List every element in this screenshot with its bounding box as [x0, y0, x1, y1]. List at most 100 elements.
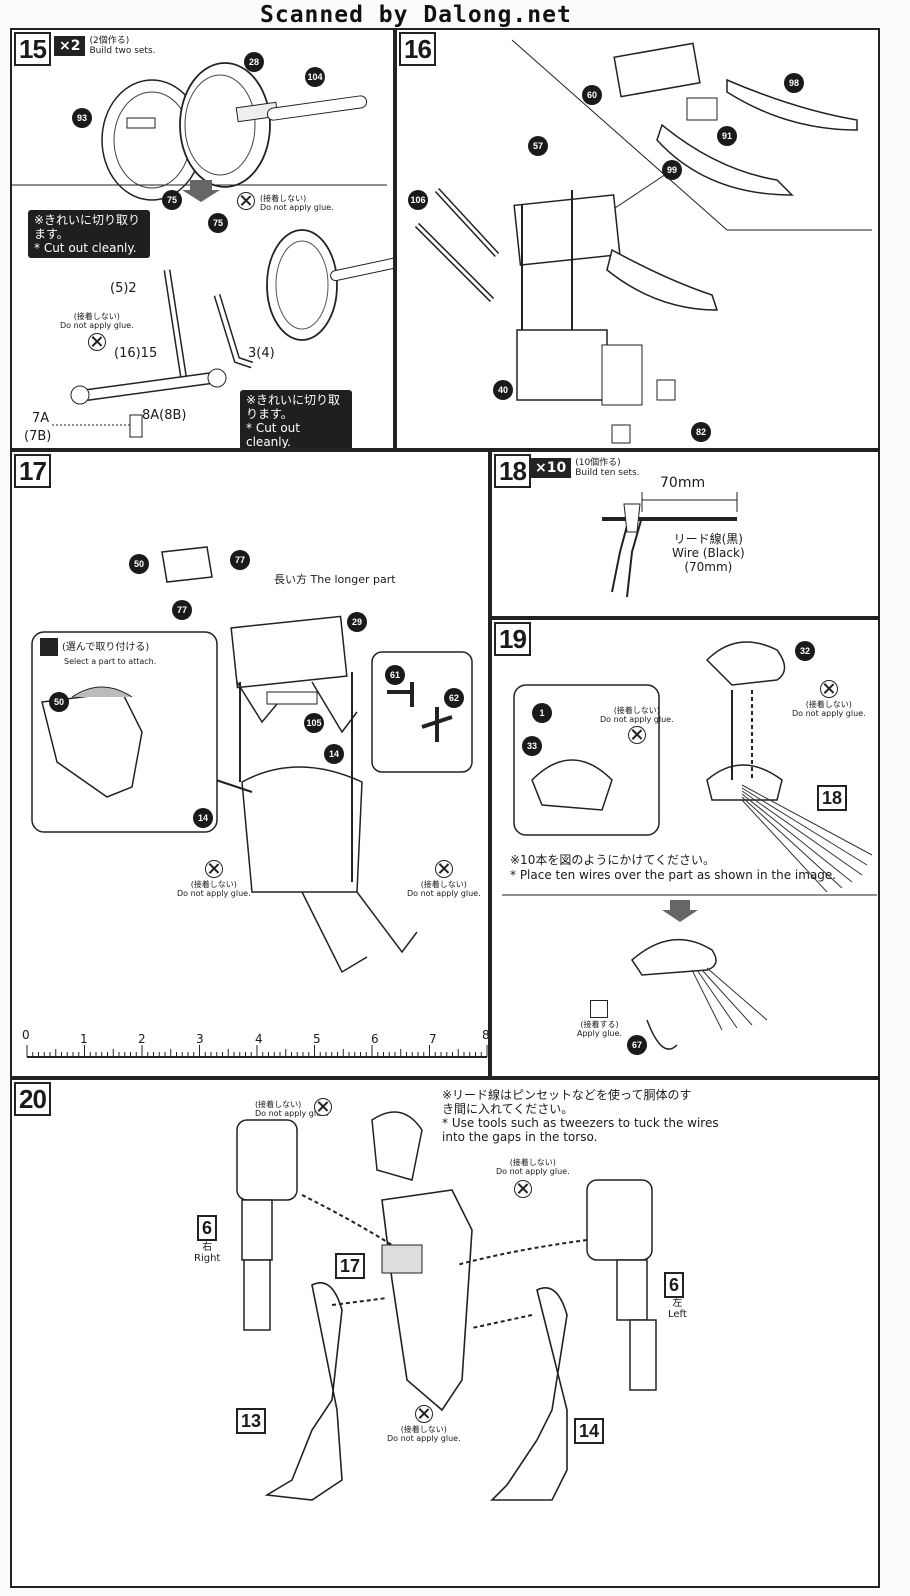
seq-8a-8b: 8A(8B): [142, 408, 187, 423]
select-en: Select a part to attach.: [64, 657, 157, 666]
no-glue-jp: (接着しない): [73, 312, 120, 321]
seq-7a: 7A: [32, 411, 50, 426]
select-part-label: (選んで取り付ける) Select a part to attach.: [40, 638, 156, 667]
ruler-tick-8: 8: [482, 1028, 490, 1042]
no-glue-note-1: [237, 192, 255, 212]
glue-jp: (接着する): [580, 1020, 619, 1029]
part-105: 105: [304, 713, 324, 733]
wire-placement-note: ※10本を図のようにかけてください。 * Place ten wires ove…: [510, 853, 836, 883]
left-jp: 左: [672, 1298, 683, 1309]
part-75a: 75: [162, 190, 182, 210]
no-glue-en: Do not apply glue.: [177, 889, 251, 898]
no-glue-icon: [434, 860, 453, 878]
part-50-alt: 50: [49, 692, 69, 712]
part-33: 33: [522, 736, 542, 756]
longer-jp: 長い方: [274, 573, 307, 586]
cut-note-en: * Cut out cleanly.: [34, 241, 137, 255]
no-glue-label-2: (接着しない) Do not apply glue.: [496, 1158, 570, 1176]
longer-en: The longer part: [310, 573, 396, 586]
wire-en: Wire (Black): [672, 546, 745, 560]
part-67: 67: [627, 1035, 647, 1055]
ref-step-18: 18: [817, 785, 848, 811]
step-17-panel: 17 50 77 77 29 61 62 105: [10, 450, 490, 1078]
ruler-tick-4: 4: [255, 1032, 263, 1046]
left-en: Left: [668, 1309, 687, 1320]
part-40: 40: [493, 380, 513, 400]
no-glue-icon: [204, 860, 223, 878]
part-91: 91: [717, 126, 737, 146]
apply-glue-note: (接着する) Apply glue.: [577, 1000, 622, 1038]
part-99: 99: [662, 160, 682, 180]
wire-length: 70mm: [660, 475, 706, 491]
no-glue-en: Do not apply glue.: [407, 889, 481, 898]
step-15-number: 15: [14, 32, 51, 66]
arm-right-label: 右 Right: [194, 1242, 220, 1264]
cut-cleanly-note-2: ※きれいに切り取ります。 * Cut out cleanly.: [240, 390, 352, 448]
no-glue-note-a: (接着しない) Do not apply glue.: [177, 860, 251, 898]
glue-en: Apply glue.: [577, 1029, 622, 1038]
seq-7b: (7B): [24, 429, 52, 444]
no-glue-jp: (接着しない): [260, 194, 307, 203]
part-28: 28: [244, 52, 264, 72]
glue-icon: [590, 1000, 609, 1018]
step-16-number: 16: [399, 32, 436, 66]
no-glue-icon: [627, 726, 646, 744]
ruler-tick-7: 7: [429, 1032, 437, 1046]
part-32: 32: [795, 641, 815, 661]
no-glue-note-b: (接着しない) Do not apply glue.: [407, 860, 481, 898]
note-en: * Use tools such as tweezers to tuck the…: [442, 1116, 719, 1144]
wire-tuck-note: ※リード線はピンセットなどを使って胴体のすき間に入れてください。 * Use t…: [442, 1088, 722, 1144]
wire-jp: リード線(黒): [673, 532, 743, 546]
ruler-tick-6: 6: [371, 1032, 379, 1046]
step-16-panel: 16 98 60 91 99 57 106 40 82: [395, 28, 880, 450]
step-18-drawing: [602, 492, 738, 598]
seq-5-2: (5)2: [110, 281, 137, 296]
mult-en: Build ten sets.: [575, 468, 640, 478]
part-62: 62: [444, 688, 464, 708]
right-jp: 右: [202, 1242, 213, 1253]
part-77b: 77: [172, 600, 192, 620]
step-20-panel: 20 ※リード線はピンセットなどを使って胴体のすき間に入れてください。 * Us…: [10, 1078, 880, 1588]
ref-arm-left: 6: [664, 1272, 685, 1298]
step-18-panel: 18 ×10 (10個作る)Build ten sets. 70mm リード線(…: [490, 450, 880, 618]
no-glue-note-2: (接着しない) Do not apply glue.: [792, 680, 866, 718]
no-glue-icon: [314, 1098, 332, 1116]
no-glue-label-1: (接着しない) Do not apply glue.: [600, 706, 674, 744]
step-18-multiplier: ×10 (10個作る)Build ten sets.: [530, 458, 640, 478]
note-en: * Place ten wires over the part as shown…: [510, 868, 837, 882]
step-15-multiplier: ×2 (2個作る)Build two sets.: [54, 36, 156, 56]
no-glue-en: Do not apply glue.: [600, 715, 674, 724]
no-glue-jp: (接着しない): [805, 700, 852, 709]
no-glue-label-1: (接着しない) Do not apply glue.: [255, 1100, 329, 1118]
ref-leg-13: 13: [236, 1408, 267, 1434]
part-82: 82: [691, 422, 711, 442]
no-glue-jp: (接着しない): [613, 706, 660, 715]
step-15-drawing: [12, 62, 393, 438]
select-icon: [40, 638, 58, 656]
step-15-panel: 15 ×2 (2個作る)Build two sets.: [10, 28, 395, 450]
mult-jp: (10個作る): [575, 458, 621, 468]
no-glue-jp: (接着しない): [509, 1158, 556, 1167]
seq-3-4: 3(4): [248, 346, 275, 361]
ruler-tick-1: 1: [80, 1032, 88, 1046]
no-glue-jp: (接着しない): [255, 1100, 302, 1109]
no-glue-en: Do not apply glue.: [496, 1167, 570, 1176]
multiplier-badge: ×10: [530, 458, 572, 478]
step-19-number: 19: [494, 622, 531, 656]
step-17-drawing: [26, 546, 488, 1058]
step-20-drawing: [236, 1111, 657, 1501]
part-77a: 77: [230, 550, 250, 570]
ruler-tick-0: 0: [22, 1028, 30, 1042]
no-glue-en: Do not apply glue.: [60, 321, 134, 330]
no-glue-en: Do not apply glue.: [387, 1434, 461, 1443]
no-glue-en: Do not apply glue.: [792, 709, 866, 718]
ruler-tick-2: 2: [138, 1032, 146, 1046]
part-61: 61: [385, 665, 405, 685]
note-jp: ※10本を図のようにかけてください。: [510, 853, 715, 867]
mult-en: Build two sets.: [89, 46, 156, 56]
ref-arm-right: 6: [197, 1215, 218, 1241]
step-20-number: 20: [14, 1082, 51, 1116]
mult-jp: (2個作る): [89, 36, 130, 46]
wire-label: リード線(黒) Wire (Black) (70mm): [672, 532, 745, 574]
